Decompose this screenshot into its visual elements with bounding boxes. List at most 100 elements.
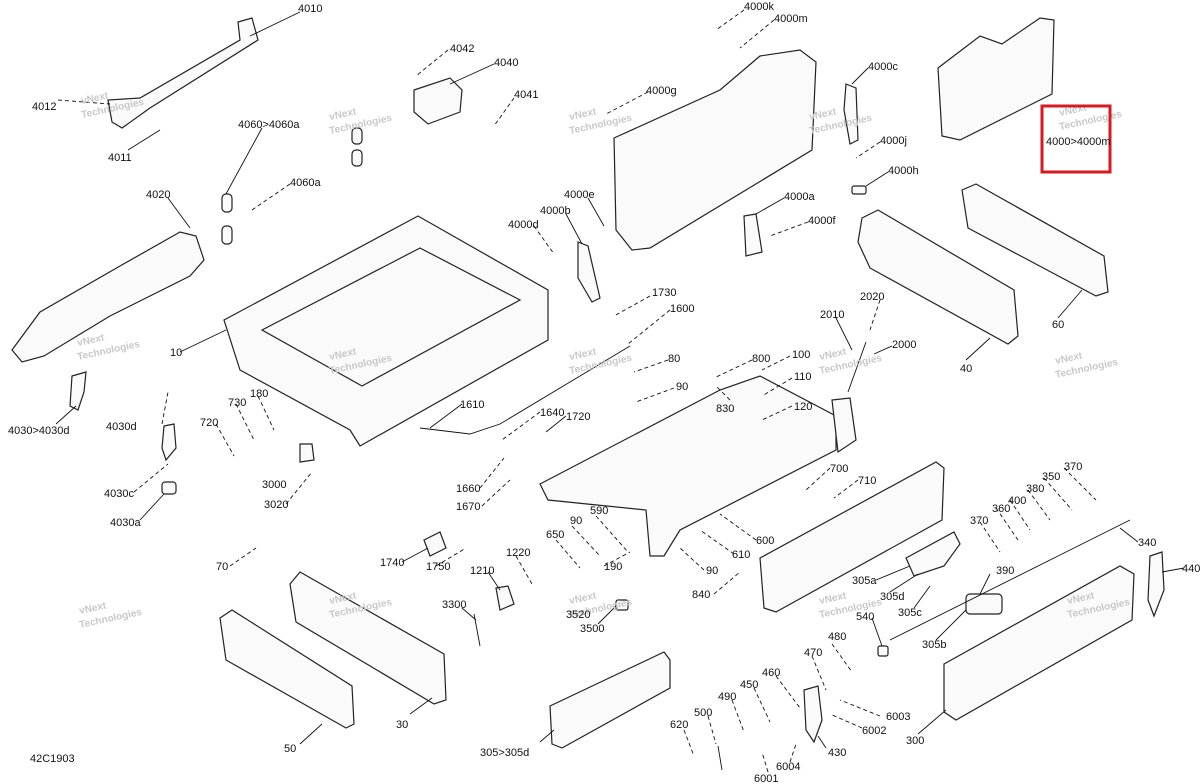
callout-840[interactable]: 840 — [692, 589, 710, 601]
callout-4012[interactable]: 4012 — [32, 101, 56, 113]
callout-4000b[interactable]: 4000b — [540, 205, 571, 217]
callout-2010[interactable]: 2010 — [820, 309, 844, 321]
callout-4060a[interactable]: 4060a — [290, 177, 321, 189]
callout-1210[interactable]: 1210 — [470, 565, 494, 577]
callout-730[interactable]: 730 — [228, 397, 246, 409]
callout-4060-4060a[interactable]: 4060>4060a — [238, 119, 300, 131]
callout-4000j[interactable]: 4000j — [880, 135, 907, 147]
callout-1220[interactable]: 1220 — [506, 547, 530, 559]
callout-3500[interactable]: 3500 — [580, 623, 604, 635]
callout-3020[interactable]: 3020 — [264, 499, 288, 511]
callout-4000a[interactable]: 4000a — [784, 191, 815, 203]
callout-305d[interactable]: 305d — [880, 591, 904, 603]
callout-4000k[interactable]: 4000k — [744, 1, 774, 13]
callout-360[interactable]: 360 — [992, 503, 1010, 515]
callout-4030a[interactable]: 4030a — [110, 517, 141, 529]
callout-120[interactable]: 120 — [794, 401, 812, 413]
callout-4000e[interactable]: 4000e — [564, 189, 595, 201]
callout-6004[interactable]: 6004 — [776, 761, 800, 773]
callout-620[interactable]: 620 — [670, 719, 688, 731]
callout-110[interactable]: 110 — [794, 371, 812, 383]
callout-830[interactable]: 830 — [716, 403, 734, 415]
callout-490[interactable]: 490 — [718, 691, 736, 703]
callout-3000[interactable]: 3000 — [262, 479, 286, 491]
callout-4042[interactable]: 4042 — [450, 43, 474, 55]
callout-90-c[interactable]: 90 — [706, 565, 718, 577]
callout-370[interactable]: 370 — [1064, 461, 1082, 473]
callout-1670[interactable]: 1670 — [456, 501, 480, 513]
callout-370-b[interactable]: 370 — [970, 515, 988, 527]
callout-350[interactable]: 350 — [1042, 471, 1060, 483]
callout-600[interactable]: 600 — [756, 535, 774, 547]
callout-470[interactable]: 470 — [804, 647, 822, 659]
callout-4000d[interactable]: 4000d — [508, 219, 539, 231]
highlight-label[interactable]: 4000>4000m — [1046, 136, 1111, 148]
callout-4040[interactable]: 4040 — [494, 57, 518, 69]
callout-80[interactable]: 80 — [668, 353, 680, 365]
callout-90-b[interactable]: 90 — [570, 515, 582, 527]
callout-4000m[interactable]: 4000m — [774, 13, 808, 25]
callout-300[interactable]: 300 — [906, 735, 924, 747]
callout-1640[interactable]: 1640 — [540, 407, 564, 419]
callout-4000c[interactable]: 4000c — [868, 61, 898, 73]
callout-720[interactable]: 720 — [200, 417, 218, 429]
callout-4000g[interactable]: 4000g — [646, 85, 677, 97]
callout-430[interactable]: 430 — [828, 747, 846, 759]
callout-340[interactable]: 340 — [1138, 537, 1156, 549]
callout-305a[interactable]: 305a — [852, 575, 877, 587]
callout-500[interactable]: 500 — [694, 707, 712, 719]
callout-40[interactable]: 40 — [960, 363, 972, 375]
callout-4020[interactable]: 4020 — [146, 189, 170, 201]
callout-390[interactable]: 390 — [996, 565, 1014, 577]
callout-4030c[interactable]: 4030c — [104, 488, 134, 500]
callout-1610[interactable]: 1610 — [460, 399, 484, 411]
callout-30[interactable]: 30 — [396, 719, 408, 731]
callout-3520[interactable]: 3520 — [566, 609, 590, 621]
callout-10[interactable]: 10 — [170, 347, 182, 359]
callout-4000h[interactable]: 4000h — [888, 165, 919, 177]
callout-50[interactable]: 50 — [284, 743, 296, 755]
leader-800 — [713, 359, 753, 379]
callout-190[interactable]: 190 — [604, 561, 622, 573]
callout-3300[interactable]: 3300 — [442, 599, 466, 611]
callout-650[interactable]: 650 — [546, 529, 564, 541]
callout-1750[interactable]: 1750 — [426, 561, 450, 573]
callout-70[interactable]: 70 — [216, 561, 228, 573]
callout-1720[interactable]: 1720 — [566, 411, 590, 423]
callout-4030d[interactable]: 4030d — [106, 421, 137, 433]
callout-1740[interactable]: 1740 — [380, 557, 404, 569]
callout-1730[interactable]: 1730 — [652, 287, 676, 299]
callout-305c[interactable]: 305c — [898, 607, 922, 619]
callout-460[interactable]: 460 — [762, 667, 780, 679]
callout-6002[interactable]: 6002 — [862, 725, 886, 737]
callout-400[interactable]: 400 — [1008, 495, 1026, 507]
callout-540[interactable]: 540 — [856, 611, 874, 623]
callout-710[interactable]: 710 — [858, 475, 876, 487]
callout-4011[interactable]: 4011 — [108, 152, 132, 164]
callout-6001[interactable]: 6001 — [754, 773, 778, 784]
callout-2000[interactable]: 2000 — [892, 339, 916, 351]
callout-1660[interactable]: 1660 — [456, 483, 480, 495]
callout-4041[interactable]: 4041 — [514, 89, 538, 101]
callout-2020[interactable]: 2020 — [860, 291, 884, 303]
callout-4000f[interactable]: 4000f — [808, 215, 836, 227]
callout-4030-4030d[interactable]: 4030>4030d — [8, 425, 69, 437]
callout-60[interactable]: 60 — [1052, 319, 1064, 331]
callout-4010[interactable]: 4010 — [298, 3, 322, 15]
callout-180[interactable]: 180 — [250, 388, 268, 400]
callout-700[interactable]: 700 — [830, 463, 848, 475]
callout-100[interactable]: 100 — [792, 349, 810, 361]
callout-1600[interactable]: 1600 — [670, 303, 694, 315]
callout-305-305d[interactable]: 305>305d — [480, 747, 529, 759]
callout-450[interactable]: 450 — [740, 679, 758, 691]
callout-90[interactable]: 90 — [676, 381, 688, 393]
callout-800[interactable]: 800 — [752, 353, 770, 365]
part-4000-rack-small — [937, 17, 1055, 141]
callout-590[interactable]: 590 — [590, 505, 608, 517]
callout-610[interactable]: 610 — [732, 549, 750, 561]
callout-440[interactable]: 440 — [1182, 563, 1200, 575]
callout-480[interactable]: 480 — [828, 631, 846, 643]
callout-6003[interactable]: 6003 — [886, 711, 910, 723]
callout-305b[interactable]: 305b — [922, 639, 946, 651]
callout-380[interactable]: 380 — [1026, 483, 1044, 495]
